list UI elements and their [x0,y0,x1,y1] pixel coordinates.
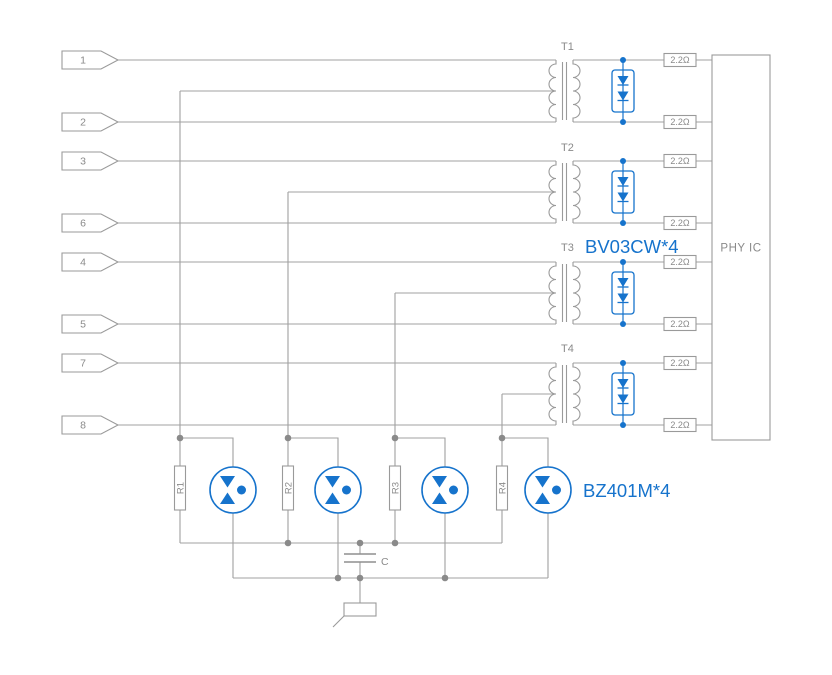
series-resistor-value: 2.2Ω [670,55,690,65]
series-resistor-value: 2.2Ω [670,420,690,430]
transformer-t3-icon [548,261,581,325]
series-resistor-value: 2.2Ω [670,358,690,368]
pin-label: 2 [80,117,86,129]
phy-ic-box [711,54,771,441]
pin-tag-8 [61,415,119,435]
transformer-label: T1 [561,41,574,53]
series-resistor-value: 2.2Ω [670,117,690,127]
pin-label: 4 [80,257,86,269]
pin-label: 6 [80,218,86,230]
resistor-label: R2 [284,482,295,494]
phy-ic: PHY IC [711,54,771,441]
pin-label: 3 [80,156,86,168]
pin-label: 1 [80,55,86,67]
junction-dots [176,434,506,582]
series-resistor-value: 2.2Ω [670,156,690,166]
resistor-label: R4 [498,482,509,494]
pin-tag-1 [61,50,119,70]
wire-segments [118,59,712,603]
pin-tag-6 [61,213,119,233]
tvs-diodes: BZ401M*4 [209,466,670,514]
capacitor: C [344,553,389,568]
ground-icon [332,602,377,628]
pin-label: 5 [80,319,86,331]
diode-array-icon-4 [611,359,635,429]
transformer-label: T4 [561,343,574,355]
series-resistor-value: 2.2Ω [670,319,690,329]
pin-tag-7 [61,353,119,373]
pin-tag-4 [61,252,119,272]
series-resistor-value: 2.2Ω [670,218,690,228]
diode-array-icon-1 [611,56,635,126]
pin-label: 8 [80,420,86,432]
tvs-part-label: BZ401M*4 [583,480,670,501]
transformer-t2-icon [548,160,581,224]
transformer-t1-icon [548,59,581,123]
tvs-diode-icon-1 [209,466,257,514]
transformers: T1 T2 T3 T4 [548,41,581,426]
series-resistors: 2.2Ω 2.2Ω 2.2Ω 2.2Ω 2.2Ω 2.2Ω 2.2Ω 2.2Ω [663,52,697,433]
pin-tag-3 [61,151,119,171]
pin-tag-5 [61,314,119,334]
capacitor-icon [344,553,376,563]
bottom-resistors: R1 R2 R3 R4 [173,465,509,511]
diode-array-icon-3 [611,258,635,328]
tvs-diode-icon-2 [314,466,362,514]
transformer-label: T3 [561,242,574,254]
diode-arrays: BV03CW*4 [585,56,679,429]
pin-label: 7 [80,358,86,370]
phy-ic-label: PHY IC [720,243,761,255]
tvs-diode-icon-3 [421,466,469,514]
tvs-diode-icon-4 [524,466,572,514]
pin-tag-2 [61,112,119,132]
resistor-label: R3 [391,482,402,494]
capacitor-label: C [381,556,389,568]
diode-array-part-label: BV03CW*4 [585,236,679,257]
resistor-label: R1 [176,482,187,494]
transformer-label: T2 [561,142,574,154]
left-pin-tags: 1 2 3 6 4 5 7 8 [61,50,119,435]
series-resistor-value: 2.2Ω [670,257,690,267]
transformer-t4-icon [548,362,581,426]
diode-array-icon-2 [611,157,635,227]
